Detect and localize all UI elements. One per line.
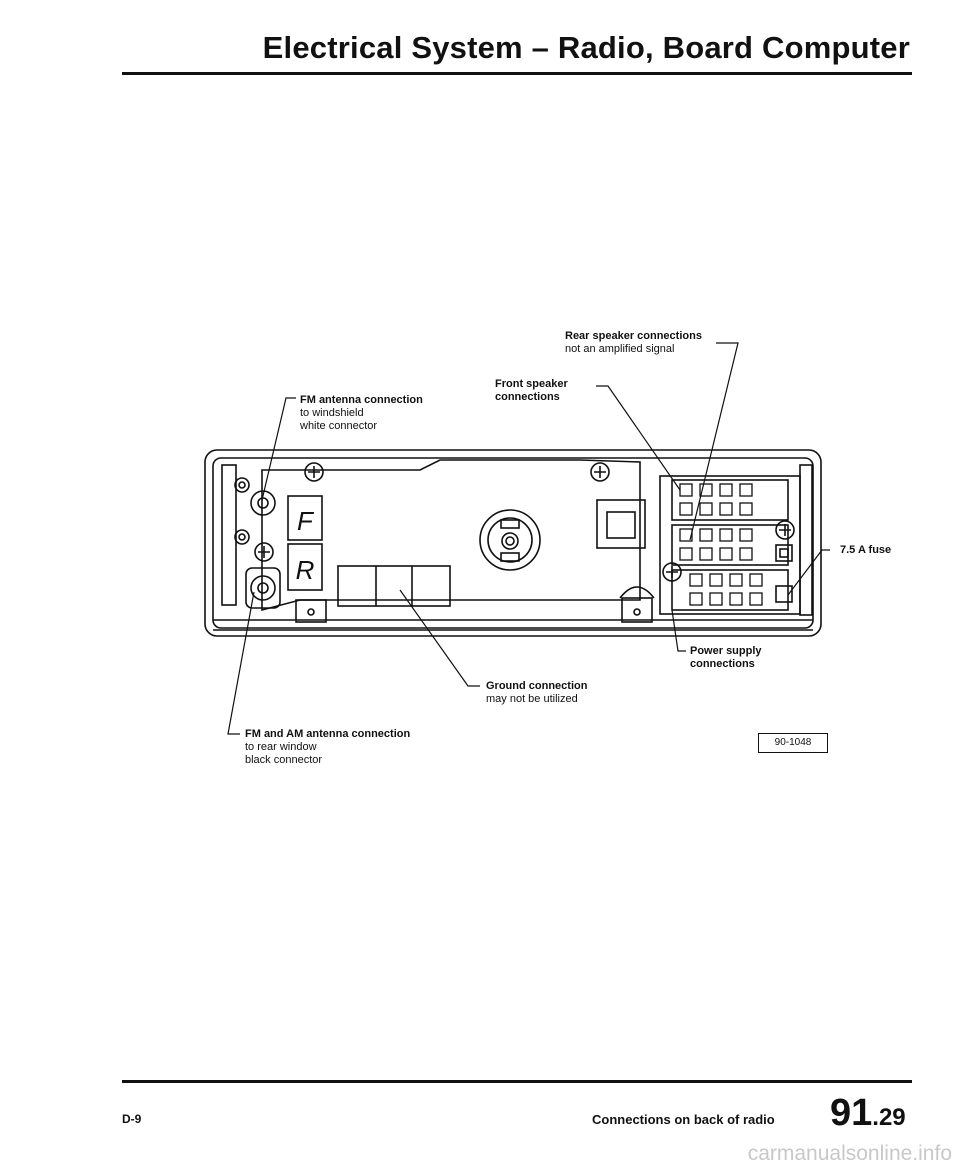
footer-rule bbox=[122, 1080, 912, 1083]
front-speaker-pins bbox=[679, 528, 753, 561]
chassis-inner bbox=[212, 457, 814, 629]
leader-fm-am-antenna bbox=[227, 591, 255, 735]
leader-fuse bbox=[787, 549, 830, 596]
page-number: 91.29 bbox=[830, 1092, 906, 1135]
power-supply-label: Power supply connections bbox=[690, 645, 762, 670]
fuse bbox=[775, 544, 793, 562]
fm-antenna-label: FM antenna connection to windshield whit… bbox=[300, 394, 423, 432]
rear-speaker-label: Rear speaker connections not an amplifie… bbox=[565, 330, 702, 355]
leader-power-supply bbox=[671, 609, 686, 652]
header-rule bbox=[122, 72, 912, 75]
center-connector bbox=[479, 509, 541, 571]
page-ref: D-9 bbox=[122, 1112, 142, 1126]
front-speaker-label: Front speaker connections bbox=[495, 378, 568, 403]
rear-block-label: R bbox=[296, 555, 315, 585]
fm-am-antenna-socket bbox=[245, 567, 281, 609]
watermark: carmanualsonline.info bbox=[747, 1142, 952, 1165]
front-block-label: F bbox=[297, 506, 315, 536]
fm-antenna-socket bbox=[250, 490, 276, 516]
leader-ground bbox=[399, 589, 480, 687]
iso-connector-housing bbox=[659, 475, 801, 615]
page-number-main: 91 bbox=[830, 1092, 873, 1134]
leader-rear-speaker bbox=[689, 342, 739, 541]
footer-caption: Connections on back of radio bbox=[592, 1112, 775, 1127]
rear-speaker-pins bbox=[679, 483, 753, 516]
figure-id: 90-1048 bbox=[758, 733, 828, 753]
ground-label: Ground connection may not be utilized bbox=[486, 680, 588, 705]
page-number-sub: .29 bbox=[872, 1104, 906, 1131]
leader-front-speaker bbox=[596, 385, 681, 491]
page-title: Electrical System – Radio, Board Compute… bbox=[262, 30, 910, 65]
power-supply-pins bbox=[689, 573, 763, 606]
chassis-outline bbox=[204, 449, 822, 637]
fuse-label: 7.5 A fuse bbox=[840, 544, 892, 556]
fm-am-antenna-label: FM and AM antenna connection to rear win… bbox=[245, 728, 411, 766]
leader-fm-antenna bbox=[261, 397, 296, 501]
